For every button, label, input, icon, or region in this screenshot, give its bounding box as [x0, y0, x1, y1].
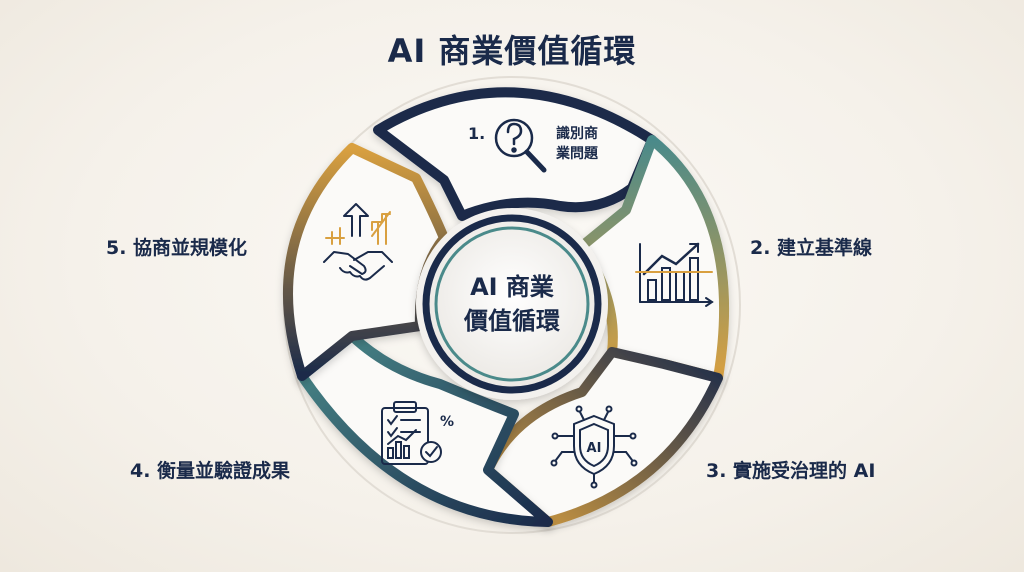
svg-text:%: % [440, 414, 454, 430]
handshake-growth-icon [323, 203, 393, 281]
step-1-number: 1. [468, 124, 486, 143]
clipboard-checklist-icon: % [381, 401, 454, 465]
svg-text:AI: AI [587, 441, 602, 456]
segment-1[interactable] [373, 87, 657, 221]
magnifier-question-icon [494, 118, 547, 173]
step-2-label: 2. 建立基準線 [750, 237, 873, 259]
step-1-label-line1: 識別商 [556, 126, 598, 142]
step-5-label: 5. 協商並規模化 [106, 237, 248, 259]
segment-4[interactable] [297, 331, 553, 527]
ai-shield-circuit-icon: AI [550, 405, 638, 489]
hub-label-line1: AI 商業 [470, 273, 554, 301]
page-title: AI 商業價值循環 [387, 32, 637, 70]
hub-label: AI 商業 價值循環 [442, 270, 582, 338]
hub-label-line2: 價值循環 [464, 307, 560, 335]
hub-ring [422, 214, 602, 394]
bar-chart-trend-icon [635, 242, 714, 307]
step-3-label: 3. 實施受治理的 AI [706, 460, 876, 482]
step-1-label-line2: 業問題 [556, 146, 598, 162]
step-4-label: 4. 衡量並驗證成果 [130, 460, 291, 482]
hub-inner-ring [434, 226, 590, 382]
step-1-label: 識別商 業問題 [556, 124, 612, 164]
